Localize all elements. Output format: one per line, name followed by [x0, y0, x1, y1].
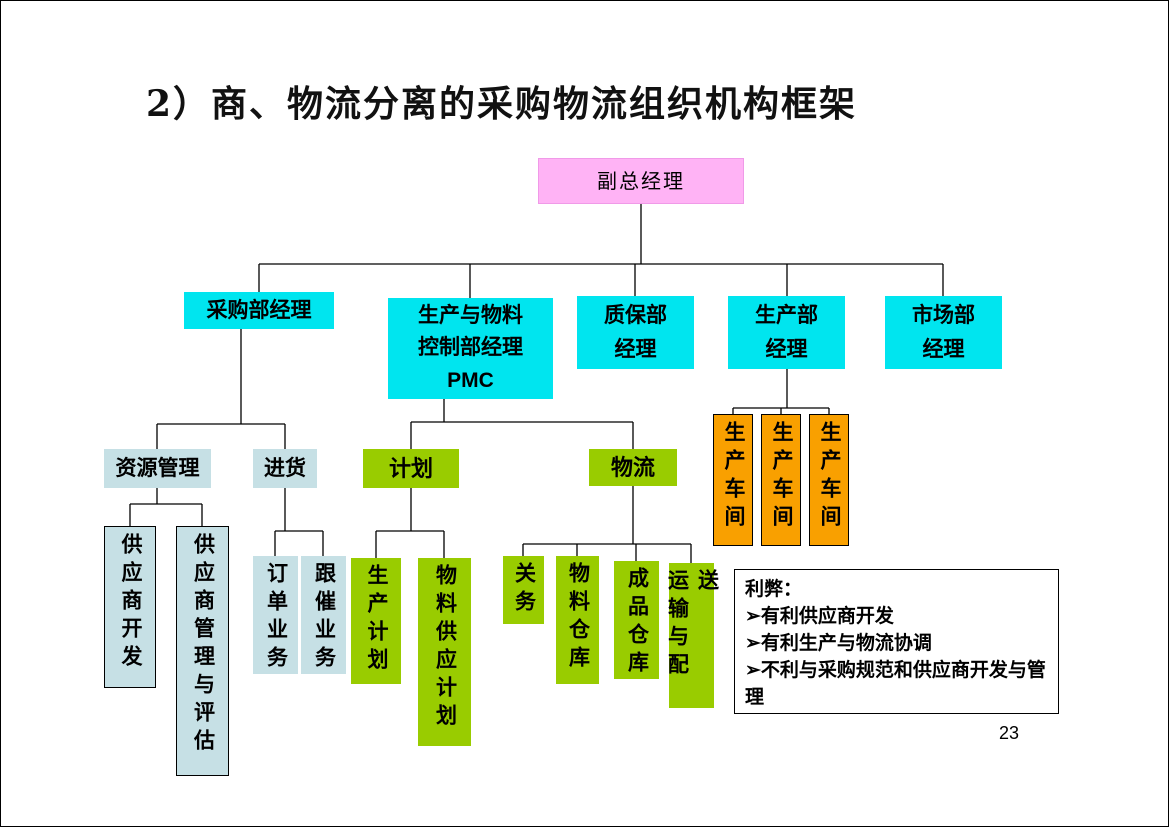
connector-pmc-branch	[410, 399, 634, 449]
node-purchasing-dept-manager: 采购部经理	[184, 292, 334, 329]
notes-title: 利弊：	[745, 579, 803, 600]
bullet-arrow-icon: ➢	[745, 632, 761, 654]
node-quality-dept-manager: 质保部 经理	[577, 296, 694, 369]
bullet-arrow-icon: ➢	[745, 605, 761, 627]
node-production-workshop-2: 生产车间	[761, 414, 801, 546]
node-customs-affairs: 关务	[503, 556, 544, 624]
notes-item: ➢有利供应商开发	[745, 605, 894, 627]
node-production-workshop-1: 生产车间	[713, 414, 753, 546]
node-production-workshop-3: 生产车间	[809, 414, 849, 546]
connector-logistics-branch	[522, 486, 692, 563]
node-material-warehouse: 物料仓库	[556, 556, 599, 684]
connector-planning-branch	[375, 488, 445, 558]
node-supplier-management-evaluation: 供应商管理与评估	[176, 526, 229, 776]
node-production-dept-manager: 生产部 经理	[728, 296, 845, 369]
connector-resource-branch	[129, 488, 203, 526]
node-order-business: 订单业务	[253, 556, 298, 674]
node-planning: 计划	[363, 449, 459, 488]
node-production-plan: 生产计划	[351, 558, 401, 684]
node-expediting-business: 跟催业务	[301, 556, 346, 674]
node-material-supply-plan: 物料供应计划	[418, 558, 471, 746]
connector-purchasing-branch	[156, 329, 286, 449]
node-pmc-dept-manager: 生产与物料 控制部经理 PMC	[388, 298, 553, 399]
node-transport-and-distribution: 运输与配送	[666, 563, 719, 708]
node-vice-general-manager: 副总经理	[538, 158, 744, 204]
bullet-arrow-icon: ➢	[745, 659, 761, 681]
node-finished-goods-warehouse: 成品仓库	[614, 561, 659, 679]
notes-item: ➢不利与采购规范和供应商开发与管理	[745, 659, 1046, 708]
node-supplier-development: 供应商开发	[104, 526, 156, 688]
notes-item: ➢有利生产与物流协调	[745, 632, 932, 654]
node-incoming-goods: 进货	[253, 449, 317, 488]
page-number: 23	[999, 723, 1020, 743]
node-logistics: 物流	[589, 449, 677, 486]
slide-title: 2）商、物流分离的采购物流组织机构框架	[146, 83, 858, 125]
node-resource-management: 资源管理	[104, 449, 211, 488]
connector-production-branch	[732, 369, 830, 414]
connector-incoming-branch	[274, 488, 324, 556]
node-marketing-dept-manager: 市场部 经理	[885, 296, 1002, 369]
connector-root-to-level2	[258, 204, 944, 298]
pros-cons-note-box: 利弊： ➢有利供应商开发 ➢有利生产与物流协调 ➢不利与采购规范和供应商开发与管…	[734, 569, 1059, 714]
